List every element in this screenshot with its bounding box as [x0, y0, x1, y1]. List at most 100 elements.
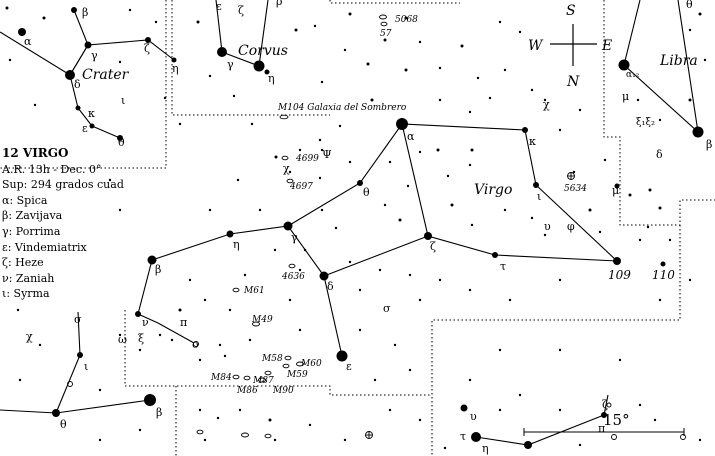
field-star — [320, 80, 324, 84]
star-lower-upsilon — [460, 404, 468, 412]
field-star — [398, 218, 402, 222]
star-crater-eta — [171, 57, 177, 63]
field-star — [698, 438, 702, 442]
field-star — [438, 278, 442, 282]
field-star — [638, 403, 642, 407]
field-star — [468, 163, 472, 167]
label-libra-mu: μ — [622, 90, 629, 103]
field-star — [498, 408, 502, 412]
field-star — [688, 98, 692, 102]
label-lower-iota: ι — [84, 360, 88, 373]
field-star — [578, 108, 582, 112]
legend-star-greek: ν — [2, 271, 9, 285]
field-star — [348, 260, 352, 264]
compass-south-label: S — [566, 3, 576, 19]
label-vir-kappa: κ — [529, 135, 536, 148]
star-mu-vir — [614, 183, 620, 189]
galaxy-m84 — [232, 374, 240, 380]
label-m58: M58 — [261, 354, 283, 364]
field-star — [383, 203, 387, 207]
field-star — [388, 408, 392, 412]
field-star — [468, 378, 472, 382]
galaxy-m61 — [232, 287, 240, 293]
field-star — [404, 68, 408, 72]
star-lower-beta — [144, 394, 156, 406]
label-crater-epsilon: ε — [82, 122, 88, 135]
label-vir-iota: ι — [537, 190, 541, 203]
constellation-lines — [0, 0, 699, 446]
legend-star-name: Spica — [16, 193, 48, 207]
star-crater-kappa — [89, 123, 95, 129]
field-star — [503, 208, 507, 212]
field-star — [138, 428, 142, 432]
legend-star-greek: ζ — [2, 256, 8, 270]
field-star — [543, 98, 547, 102]
label-lower-sigma: σ — [74, 313, 82, 326]
label-vir-theta: θ — [363, 186, 370, 199]
label-crater: Crater — [82, 67, 130, 83]
field-star — [658, 118, 662, 122]
field-star — [318, 138, 322, 142]
galaxy-m58 — [284, 355, 292, 361]
galaxy-4636 — [288, 263, 296, 269]
label-vir-nu: ν — [142, 316, 149, 329]
field-star — [393, 343, 397, 347]
lower-right-line-2 — [603, 394, 609, 416]
field-star — [446, 174, 450, 178]
star-lower-eta — [471, 432, 481, 442]
field-star — [338, 124, 342, 128]
field-star — [8, 58, 12, 62]
greek-labels: α β γ δ ε ζ η θ ι κ μ τ ν ξ ω π ο σ υ φ … — [24, 0, 712, 455]
star-lower-theta — [52, 409, 60, 417]
label-m49: M49 — [251, 315, 273, 325]
field-star — [298, 148, 302, 152]
field-star — [646, 225, 650, 229]
field-star — [518, 393, 522, 397]
legend-star-entry: β: Zavijava — [2, 209, 63, 223]
legend-coordinates: A.R. 13h - Dec. 0° — [2, 162, 102, 176]
field-star — [348, 12, 352, 16]
field-star — [118, 208, 122, 212]
field-star — [418, 418, 422, 422]
field-star — [498, 20, 502, 24]
label-virgo: Virgo — [474, 182, 512, 198]
open-star — [611, 434, 617, 440]
field-star — [343, 48, 347, 52]
field-stars — [5, 6, 707, 450]
field-star — [268, 418, 272, 422]
field-star — [518, 30, 522, 34]
galaxy-m59 — [282, 363, 290, 369]
field-star — [404, 16, 408, 20]
label-vir-tau: τ — [500, 260, 506, 273]
field-star — [118, 60, 122, 64]
field-star — [503, 68, 507, 72]
label-vir-xi: ξ — [138, 332, 144, 345]
boundary-virgo-top — [329, 0, 460, 4]
field-star — [128, 8, 132, 12]
open-star — [67, 381, 73, 387]
libra-lines — [623, 0, 641, 66]
star-zeta-vir — [424, 232, 432, 240]
field-star — [530, 216, 534, 220]
field-star — [436, 148, 440, 152]
label-vir-sigma: σ — [383, 302, 391, 315]
field-star — [298, 328, 302, 332]
field-star — [18, 378, 22, 382]
field-star — [408, 273, 412, 277]
label-vir-psi: Ψ — [322, 148, 332, 161]
field-star — [358, 328, 362, 332]
label-crater-beta: β — [82, 6, 88, 19]
field-star — [118, 333, 122, 337]
star-crater-alpha — [18, 28, 26, 36]
field-star — [98, 388, 102, 392]
boundary-corvus — [171, 0, 330, 116]
open-star — [606, 402, 612, 408]
label-libra-theta: θ — [686, 0, 693, 11]
field-star — [470, 148, 474, 152]
compass-north-label: N — [566, 74, 580, 90]
legend-star-entry: ν: Zaniah — [2, 271, 55, 285]
label-corvus-rho: ρ — [276, 0, 282, 8]
field-star — [588, 208, 592, 212]
